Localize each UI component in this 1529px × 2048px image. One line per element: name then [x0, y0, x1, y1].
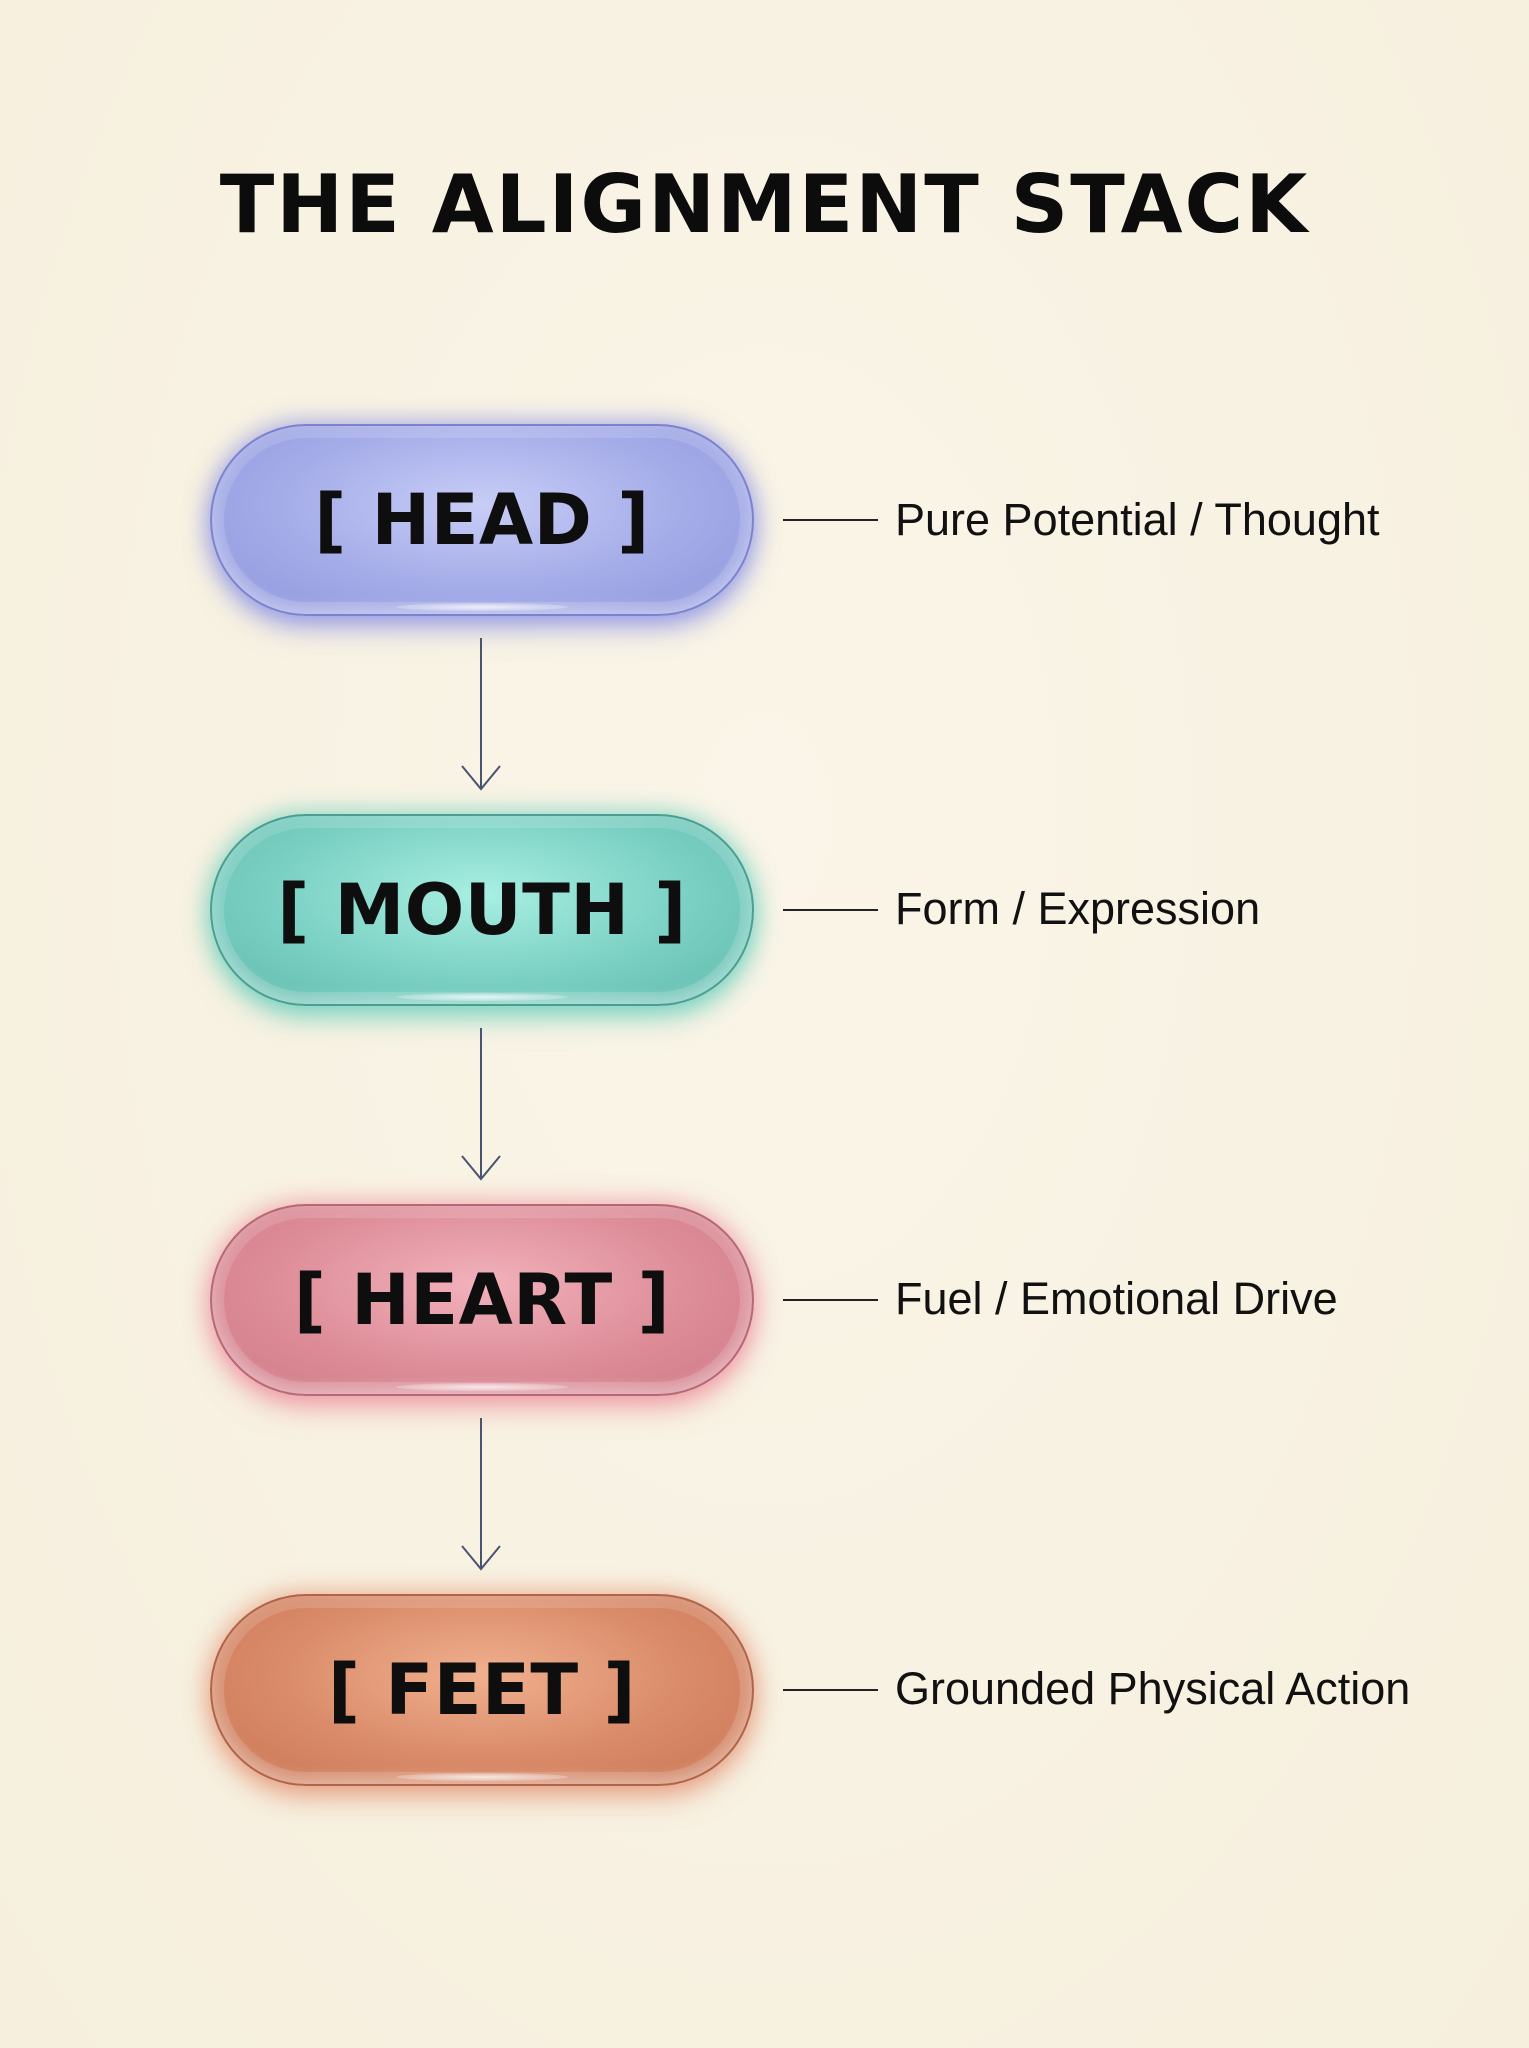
- arrow-down-icon: [461, 638, 501, 791]
- stage-feet-label: [ FEET ]: [328, 1649, 636, 1731]
- stage-feet-connector: [783, 1689, 878, 1691]
- diagram-title: THE ALIGNMENT STACK: [219, 158, 1310, 251]
- stage-head-pill: [ HEAD ]: [210, 424, 754, 616]
- stage-heart: [ HEART ]: [210, 1204, 754, 1396]
- stage-feet-description: Grounded Physical Action: [895, 1663, 1411, 1714]
- stage-heart-pill: [ HEART ]: [210, 1204, 754, 1396]
- stage-feet: [ FEET ]: [210, 1594, 754, 1786]
- stage-mouth: [ MOUTH ]: [210, 814, 754, 1006]
- stage-mouth-description: Form / Expression: [895, 883, 1261, 934]
- stage-heart-connector: [783, 1299, 878, 1301]
- stage-mouth-pill: [ MOUTH ]: [210, 814, 754, 1006]
- stage-head-label: [ HEAD ]: [314, 479, 650, 561]
- arrow-down-icon: [461, 1418, 501, 1571]
- arrow-down-icon: [461, 1028, 501, 1181]
- stage-heart-label: [ HEART ]: [293, 1259, 671, 1341]
- stage-mouth-connector: [783, 909, 878, 911]
- stage-mouth-label: [ MOUTH ]: [277, 869, 687, 951]
- stage-head-description: Pure Potential / Thought: [895, 494, 1380, 545]
- stage-head-connector: [783, 519, 878, 521]
- stage-heart-description: Fuel / Emotional Drive: [895, 1273, 1338, 1324]
- stage-feet-pill: [ FEET ]: [210, 1594, 754, 1786]
- stage-head: [ HEAD ]: [210, 424, 754, 616]
